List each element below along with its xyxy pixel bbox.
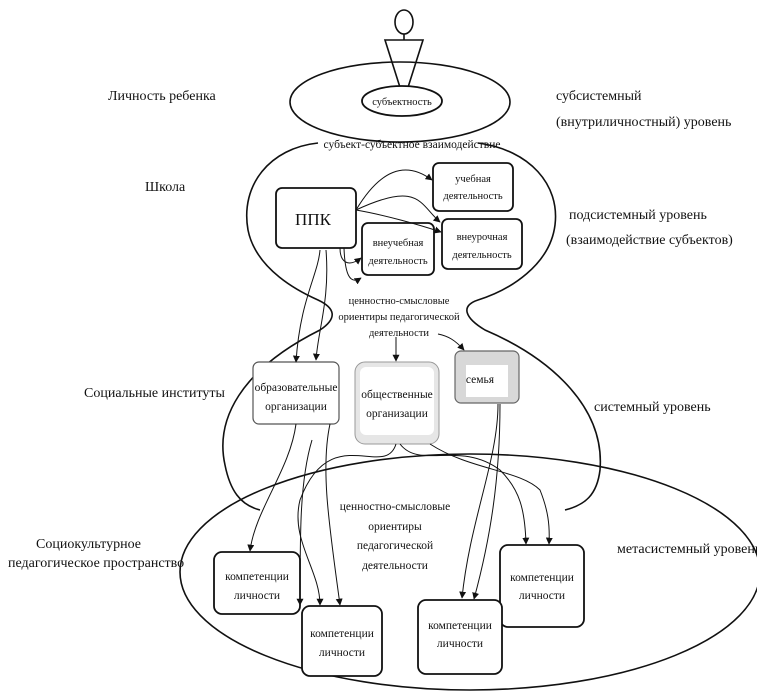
subjectness-label: субъектность bbox=[372, 97, 432, 108]
study-activity-line2: деятельность bbox=[443, 191, 502, 202]
interaction-label: субъект-субъектное взаимодействие bbox=[324, 139, 501, 151]
values-bottom-line3: педагогической bbox=[357, 540, 433, 552]
values-bottom-line4: деятельности bbox=[362, 560, 428, 572]
subjectness-ellipse bbox=[289, 61, 511, 143]
personality-label: Личность ребенка bbox=[108, 89, 217, 104]
sociocultural-space-ellipse bbox=[179, 453, 757, 691]
ppk-label: ППК bbox=[295, 210, 332, 229]
study-activity-box bbox=[432, 162, 514, 212]
subsystem-label-1: субсистемный bbox=[556, 89, 642, 104]
values-bottom-line2: ориентиры bbox=[368, 521, 422, 533]
system-level-label: системный уровень bbox=[594, 400, 711, 415]
competencies-2-line2: личности bbox=[319, 647, 365, 659]
subsys2-label-1: подсистемный уровень bbox=[569, 208, 707, 223]
institutions-label: Социальные институты bbox=[84, 386, 226, 401]
ppk-box bbox=[275, 187, 357, 249]
school-level-outline bbox=[222, 142, 333, 511]
family-label: семья bbox=[466, 374, 495, 386]
competencies-box-4 bbox=[417, 599, 503, 675]
public-orgs-line2: организации bbox=[366, 408, 428, 420]
metasystem-label: метасистемный уровень bbox=[617, 542, 757, 557]
competencies-box-1 bbox=[213, 551, 301, 615]
values-top-line2: ориентиры педагогической bbox=[338, 312, 460, 323]
school-label: Школа bbox=[145, 180, 186, 195]
competencies-1-line2: личности bbox=[234, 590, 280, 602]
outofschool-line2: деятельность bbox=[368, 256, 427, 267]
competencies-box-2 bbox=[301, 605, 383, 677]
extracurricular-box bbox=[441, 218, 523, 270]
subsystem-label-2: (внутриличностный) уровень bbox=[556, 115, 731, 130]
competencies-box-3 bbox=[499, 544, 585, 628]
sociocultural-label-2: педагогическое пространство bbox=[8, 556, 184, 571]
competencies-1-line1: компетенции bbox=[225, 571, 289, 583]
connector-arrows bbox=[247, 169, 553, 606]
competencies-3-line2: личности bbox=[519, 590, 565, 602]
school-level-outline-right bbox=[466, 142, 602, 511]
extracurricular-line1: внеурочная bbox=[457, 232, 508, 243]
subsys2-label-2: (взаимодействие субъектов) bbox=[566, 233, 733, 248]
edu-orgs-line1: образовательные bbox=[255, 382, 338, 394]
competencies-4-line2: личности bbox=[437, 638, 483, 650]
competencies-4-line1: компетенции bbox=[428, 620, 492, 632]
values-top-line3: деятельности bbox=[369, 328, 429, 339]
values-bottom-line1: ценностно-смысловые bbox=[340, 501, 450, 513]
subjectness-node bbox=[361, 85, 443, 117]
public-orgs-line1: общественные bbox=[361, 389, 433, 401]
sociocultural-label-1: Социокультурное bbox=[36, 537, 141, 552]
competencies-2-line1: компетенции bbox=[310, 628, 374, 640]
outofschool-line1: внеучебная bbox=[373, 238, 424, 249]
person-funnel-icon bbox=[383, 9, 425, 103]
study-activity-line1: учебная bbox=[455, 174, 491, 185]
values-top-line1: ценностно-смысловые bbox=[349, 296, 450, 307]
competencies-3-line1: компетенции bbox=[510, 572, 574, 584]
extracurricular-line2: деятельность bbox=[452, 250, 511, 261]
edu-orgs-line2: организации bbox=[265, 401, 327, 413]
outofschool-box bbox=[361, 222, 435, 276]
